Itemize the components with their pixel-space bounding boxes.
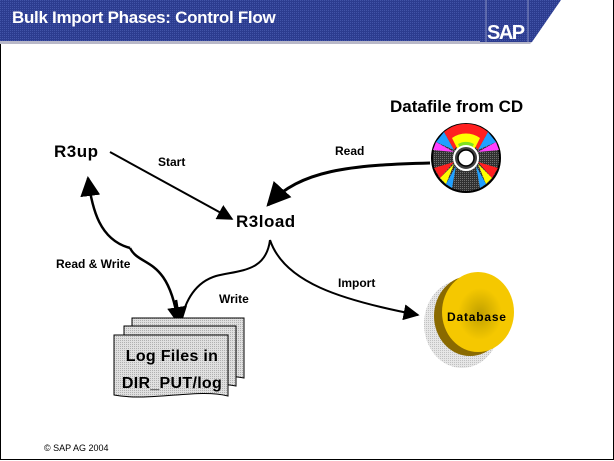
edge-read-write-arrow-up <box>128 247 180 323</box>
cd-title: Datafile from CD <box>390 97 524 116</box>
edge-start-arrow <box>109 151 234 220</box>
edge-label-import: Import <box>338 276 376 290</box>
edge-label-start: Start <box>158 155 186 169</box>
cd-icon <box>431 123 501 193</box>
edge-read-write-arrow <box>80 176 131 250</box>
edge-label-read: Read <box>335 144 365 158</box>
log-files-line1: Log Files in <box>125 348 219 365</box>
log-files-label: Log Files in DIR_PUT/log <box>116 343 228 397</box>
log-files-icon <box>113 317 245 398</box>
edge-read-arrow <box>266 161 431 207</box>
copyright-footer: © SAP AG 2004 <box>44 443 109 453</box>
node-r3up: R3up <box>54 142 99 161</box>
edge-import-arrow <box>269 239 420 321</box>
header-banner <box>0 0 561 44</box>
edge-write-arrow <box>180 239 271 323</box>
log-files-line2: DIR_PUT/log <box>121 375 223 392</box>
slide-title: Bulk Import Phases: Control Flow <box>12 8 276 27</box>
edge-label-write: Write <box>219 292 249 306</box>
node-r3load: R3load <box>236 212 296 231</box>
sap-logo: SAP <box>487 22 525 44</box>
slide-header: Bulk Import Phases: Control Flow SAP <box>0 0 614 46</box>
database-icon <box>424 272 514 368</box>
database-label: Database <box>447 310 507 324</box>
edge-label-read-write: Read & Write <box>56 257 131 271</box>
